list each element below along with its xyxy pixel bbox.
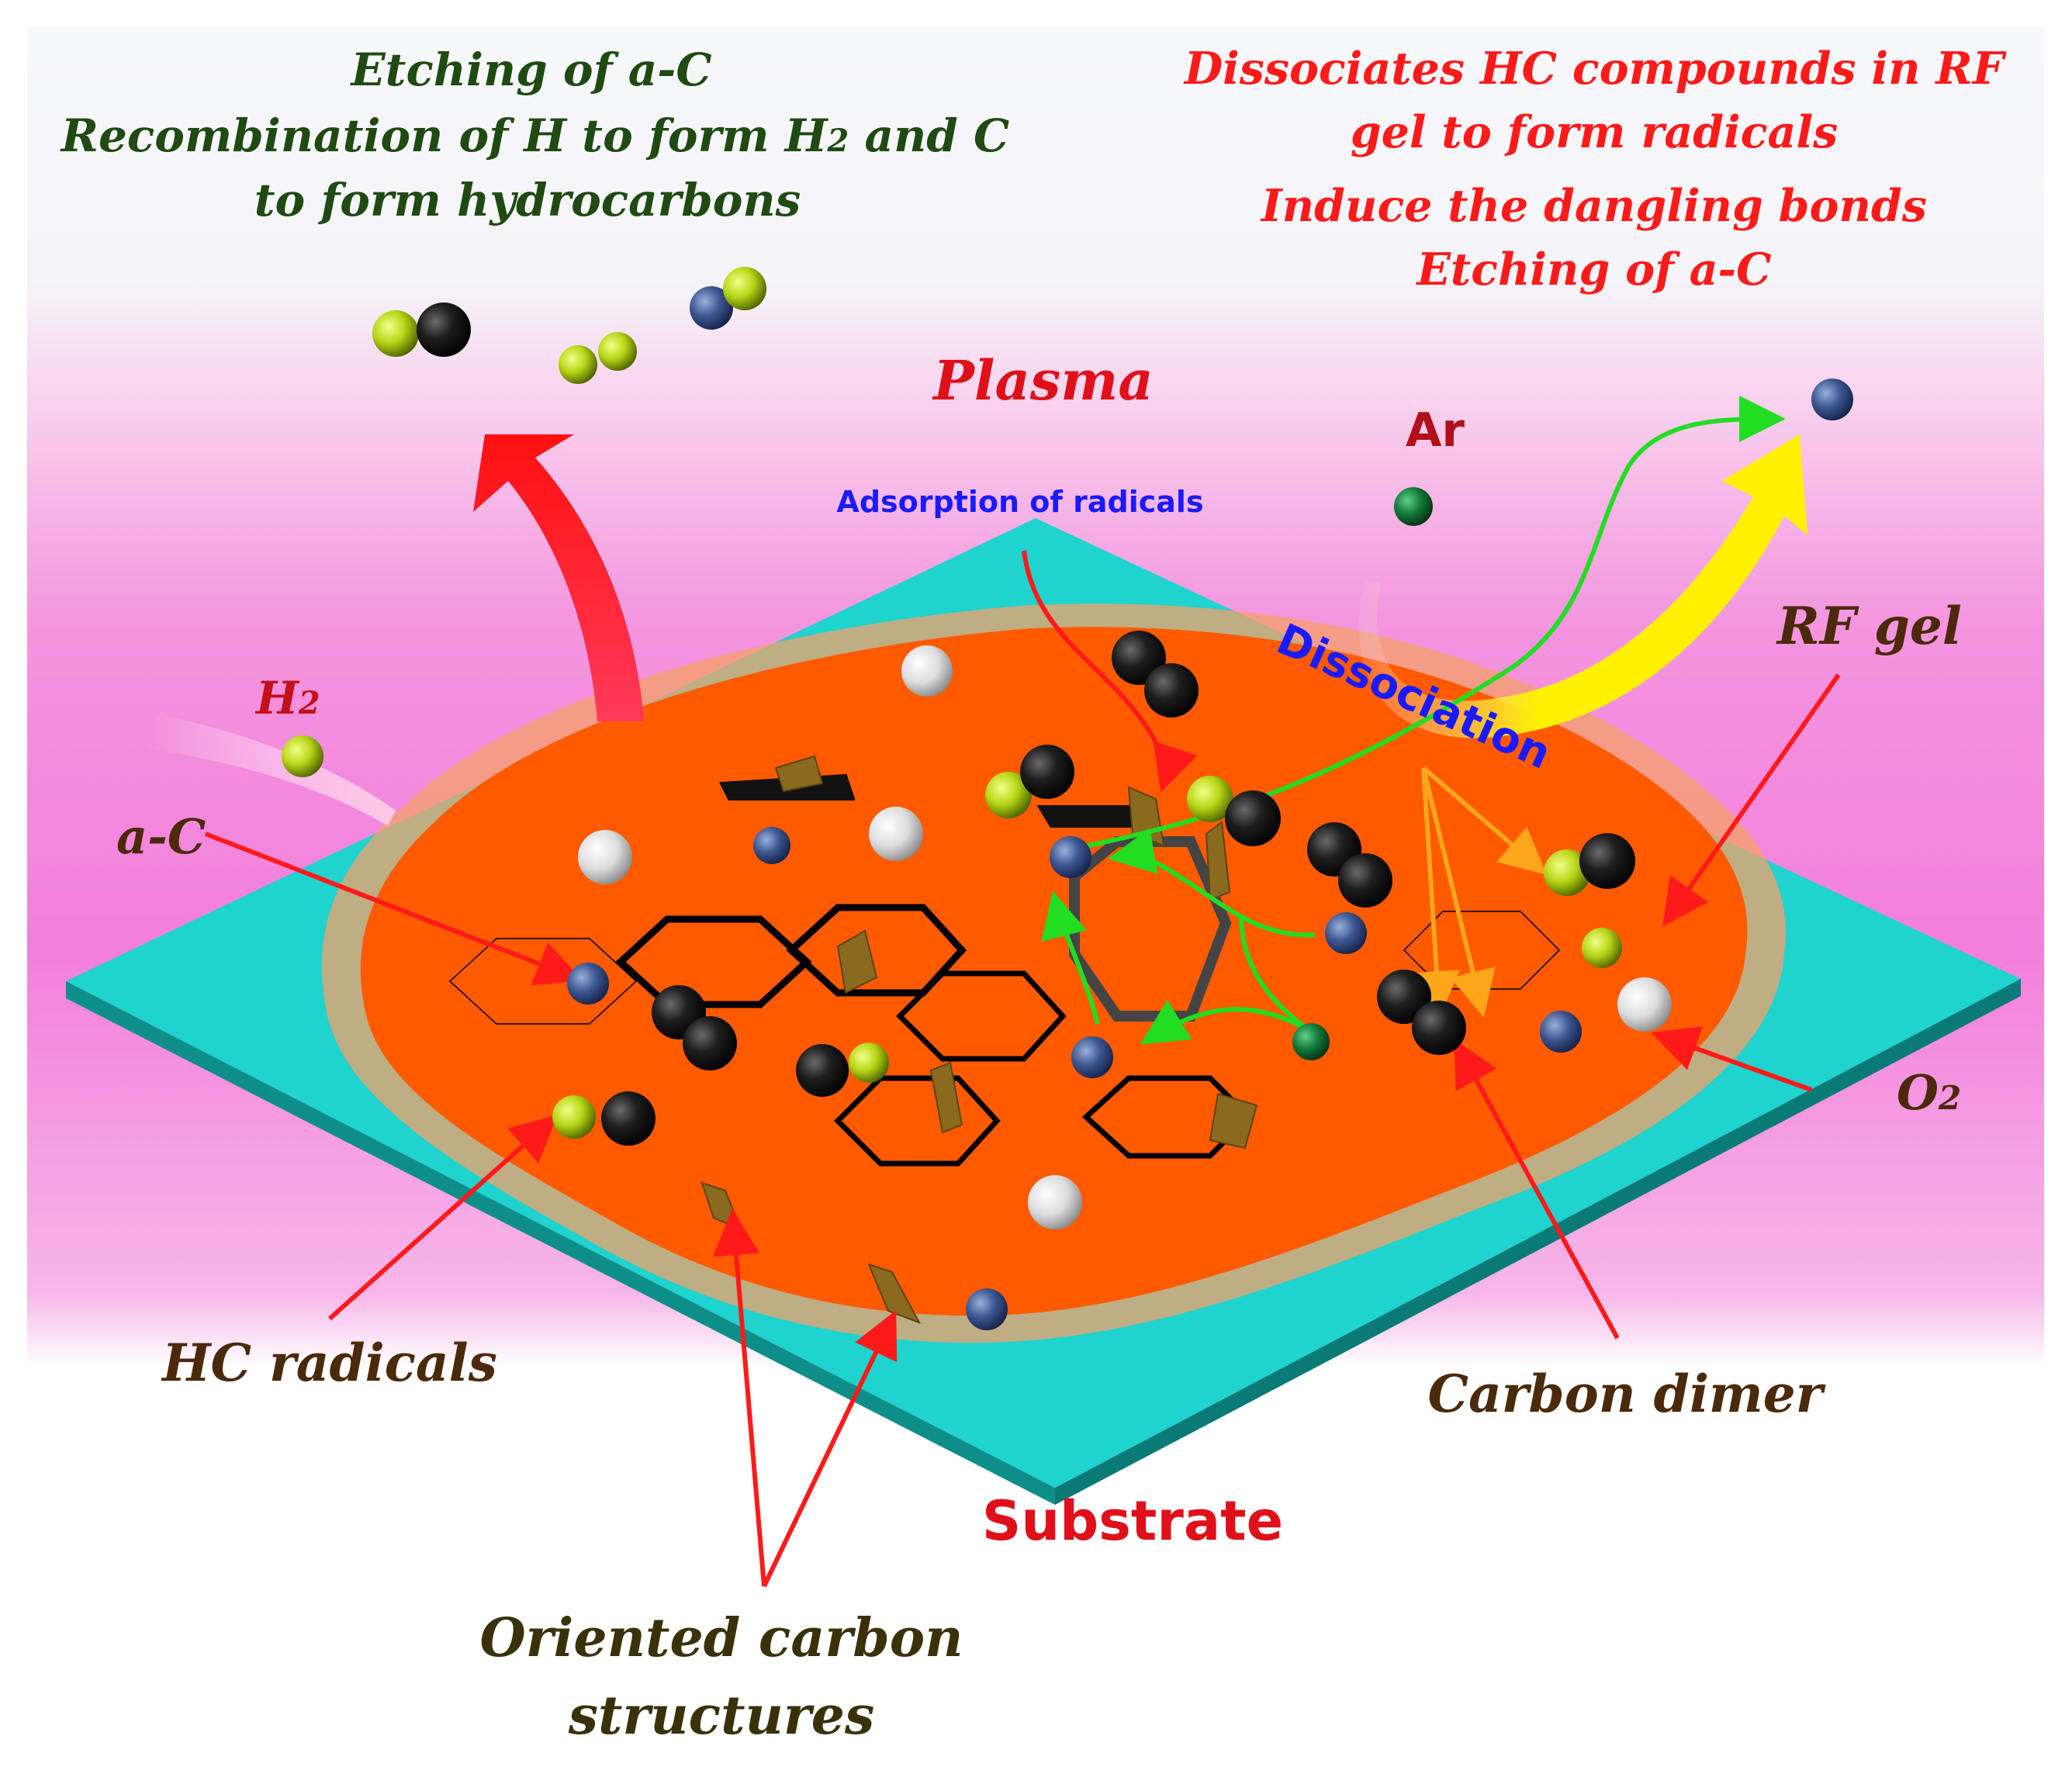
adsorption-label: Adsorption of radicals (836, 485, 1203, 519)
oxygen-atom (578, 830, 632, 884)
nitrogen-atom (1071, 1036, 1113, 1078)
hc-radicals-label: HC radicals (161, 1333, 497, 1393)
hydrogen-atom (985, 772, 1032, 818)
hydrogen-atom (559, 345, 597, 384)
top-right-line-1: Dissociates HC compounds in RF (1183, 43, 2007, 95)
argon-atom (1292, 1023, 1330, 1060)
nitrogen-atom (690, 286, 733, 330)
nitrogen-atom (1325, 912, 1367, 954)
a-c-label: a-C (116, 808, 206, 865)
o2-label: O2 (1897, 1064, 1961, 1121)
rf-gel-label: RF gel (1776, 596, 1962, 656)
h2-label: H2 (254, 672, 320, 724)
etching-red-arrow (473, 434, 644, 721)
nitrogen-atom (1050, 836, 1091, 878)
orange-dissociation-arrows (1413, 766, 1548, 1018)
nitrogen-atom (966, 1288, 1008, 1330)
carbon-atom (1338, 853, 1392, 908)
hydrogen-atom (1582, 928, 1622, 968)
carbon-dimer-label: Carbon dimer (1427, 1364, 1825, 1424)
hydrogen-atom (372, 310, 419, 357)
top-right-line-2: gel to form radicals (1351, 106, 1838, 158)
atoms (282, 267, 1853, 1330)
top-left-text-block: Etching of a-C Recombination of H to for… (60, 43, 1009, 226)
hydrogen-atom (1544, 849, 1590, 896)
oxygen-atom (1617, 977, 1672, 1032)
hydrogen-atom (552, 1095, 596, 1139)
substrate-label: Substrate (982, 1489, 1283, 1553)
ar-yellow-arrow (1358, 434, 1807, 738)
carbon-atom (417, 303, 471, 357)
top-left-line-1: Etching of a-C (349, 43, 711, 96)
hydrogen-atom (723, 267, 766, 310)
carbon-atom (1144, 663, 1199, 718)
top-right-line-3: Induce the dangling bonds (1260, 180, 1927, 232)
carbon-atom (1412, 1001, 1466, 1055)
oriented-carbon-label-1: Oriented carbon (479, 1607, 963, 1669)
carbon-atom (683, 1016, 737, 1070)
hydrogen-atom (1187, 776, 1233, 822)
carbon-atom (1225, 790, 1281, 846)
top-right-line-4: Etching of a-C (1415, 244, 1771, 296)
ar-label: Ar (1406, 403, 1465, 458)
carbon-atom (601, 1091, 655, 1146)
rf-gel-layer (321, 603, 1787, 1343)
nitrogen-atom (753, 827, 790, 864)
nitrogen-atom (1811, 379, 1853, 420)
nitrogen-atom (567, 963, 609, 1005)
top-right-text-block: Dissociates HC compounds in RF gel to fo… (1183, 43, 2007, 296)
label-pointer-arrows (204, 550, 1841, 1588)
oxygen-atom (869, 807, 923, 861)
hydrogen-atom (598, 332, 637, 371)
oxygen-atom (901, 645, 953, 697)
carbon-atom (796, 1044, 849, 1097)
oxygen-atom (1028, 1175, 1082, 1229)
carbon-atom (1020, 745, 1074, 799)
h2-incoming-trail (147, 714, 396, 826)
carbon-atom (1579, 833, 1635, 889)
hydrogen-atom (849, 1043, 889, 1083)
argon-atom (1394, 487, 1433, 526)
top-left-line-3: to form hydrocarbons (254, 174, 801, 226)
nitrogen-atom (1540, 1011, 1582, 1053)
hydrogen-atom (282, 735, 323, 777)
plasma-label: Plasma (932, 348, 1153, 413)
oriented-carbon-label-2: structures (568, 1685, 875, 1747)
carbon-atom (1377, 970, 1431, 1024)
top-left-line-2: Recombination of H to form H2 and C (60, 109, 1009, 162)
